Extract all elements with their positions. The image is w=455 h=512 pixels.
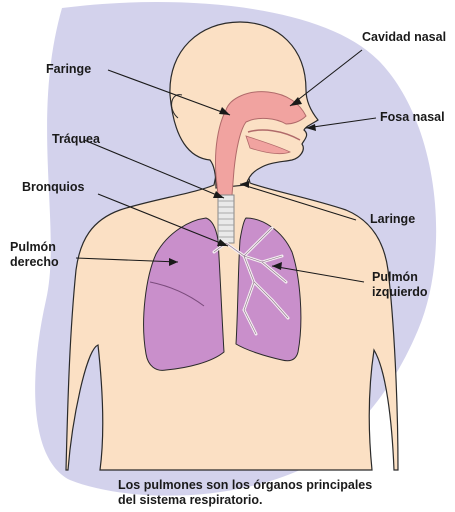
label-traquea: Tráquea (52, 132, 100, 147)
label-bronquios: Bronquios (22, 180, 85, 195)
label-faringe: Faringe (46, 62, 91, 77)
diagram-caption: Los pulmones son los órganos principales… (118, 478, 372, 508)
label-pulmon-izquierdo: Pulmón izquierdo (372, 270, 428, 300)
label-pulmon-derecho: Pulmón derecho (10, 240, 59, 270)
label-cavidad-nasal: Cavidad nasal (362, 30, 446, 45)
label-laringe: Laringe (370, 212, 415, 227)
label-fosa-nasal: Fosa nasal (380, 110, 445, 125)
